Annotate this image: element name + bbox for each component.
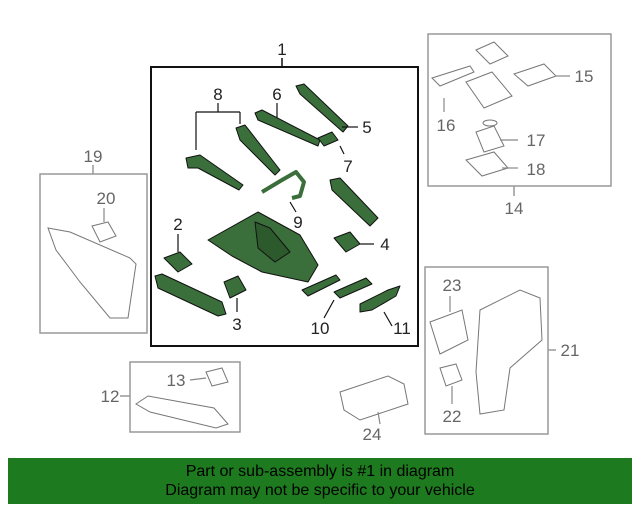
leader-13 bbox=[189, 377, 207, 381]
part-17-cup bbox=[475, 125, 505, 153]
callout-6: 6 bbox=[272, 85, 281, 104]
callout-12: 12 bbox=[101, 387, 120, 406]
callout-19: 19 bbox=[84, 147, 103, 166]
leader-9 bbox=[289, 201, 297, 213]
part-14-knob bbox=[482, 119, 498, 127]
callout-3: 3 bbox=[232, 315, 241, 334]
callout-14: 14 bbox=[505, 199, 524, 218]
part-20-clip bbox=[91, 221, 117, 243]
callout-21: 21 bbox=[561, 341, 580, 360]
group-box-14 bbox=[427, 33, 612, 187]
callout-22: 22 bbox=[443, 407, 462, 426]
part-3-bracket bbox=[223, 275, 247, 299]
callout-11: 11 bbox=[393, 319, 411, 338]
callout-7: 7 bbox=[343, 157, 352, 176]
part-10-bracket bbox=[333, 277, 373, 299]
part-curved-bar bbox=[301, 274, 341, 297]
callout-18: 18 bbox=[527, 160, 546, 179]
part-rail-right bbox=[329, 177, 379, 227]
part-15-bracket bbox=[513, 63, 557, 87]
part-12-trim bbox=[135, 395, 229, 429]
callout-15: 15 bbox=[575, 67, 594, 86]
part-9-wire bbox=[260, 170, 306, 200]
part-7-bracket bbox=[317, 131, 339, 147]
callout-5: 5 bbox=[362, 118, 371, 137]
part-5-rail bbox=[295, 83, 349, 133]
callout-4: 4 bbox=[380, 235, 389, 254]
disclaimer-line-1: Part or sub-assembly is #1 in diagram bbox=[185, 463, 455, 480]
part-2-clip bbox=[163, 251, 193, 273]
disclaimer-line-2: Diagram may not be specific to your vehi… bbox=[165, 482, 475, 499]
part-16-strip bbox=[431, 65, 475, 87]
callout-9: 9 bbox=[293, 213, 302, 232]
callout-8: 8 bbox=[213, 85, 222, 104]
part-18-tray bbox=[465, 151, 509, 177]
part-6-bar bbox=[254, 109, 321, 147]
part-23-panel bbox=[429, 309, 469, 355]
callout-24: 24 bbox=[363, 425, 382, 444]
disclaimer-banner: Part or sub-assembly is #1 in diagram Di… bbox=[8, 458, 632, 504]
callout-13: 13 bbox=[167, 371, 186, 390]
part-21-cover bbox=[475, 289, 543, 415]
assembly-box-1 bbox=[150, 66, 419, 347]
part-24-panel bbox=[339, 375, 409, 421]
callout-2: 2 bbox=[173, 215, 182, 234]
callout-10: 10 bbox=[311, 319, 330, 338]
part-14-box bbox=[465, 71, 513, 109]
leader-24 bbox=[377, 411, 381, 425]
part-14-lid bbox=[475, 41, 509, 65]
part-13-clip bbox=[205, 367, 229, 387]
part-22-clip bbox=[439, 363, 463, 387]
part-8-rail-b bbox=[235, 124, 281, 176]
leader-7 bbox=[339, 145, 345, 155]
leader-8 bbox=[195, 103, 241, 150]
part-4-clip bbox=[333, 231, 361, 253]
callout-20: 20 bbox=[97, 189, 116, 208]
part-left-bar bbox=[154, 273, 227, 317]
leader-11 bbox=[383, 311, 393, 327]
callout-17: 17 bbox=[527, 131, 546, 150]
group-box-12 bbox=[129, 361, 241, 433]
part-main-tray-well bbox=[254, 221, 291, 263]
parts-diagram: 1 2 3 4 5 6 7 8 9 10 11 12 13 14 15 16 1… bbox=[39, 33, 612, 444]
callout-23: 23 bbox=[443, 276, 462, 295]
callout-16: 16 bbox=[437, 116, 456, 135]
part-8-rail-a bbox=[185, 154, 244, 191]
part-19-panel bbox=[47, 227, 137, 319]
callout-1: 1 bbox=[277, 40, 286, 59]
leader-10 bbox=[323, 299, 335, 319]
part-11-bracket bbox=[359, 285, 401, 313]
